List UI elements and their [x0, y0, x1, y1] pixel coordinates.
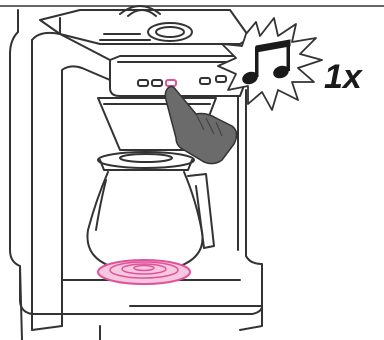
button-1[interactable]: [138, 80, 148, 86]
tank-opening: [148, 23, 192, 41]
button-2[interactable]: [152, 80, 162, 86]
carafe-handle: [188, 174, 214, 248]
warming-plate: [98, 260, 190, 284]
button-4[interactable]: [200, 78, 210, 84]
press-count-label: 1x: [324, 58, 362, 97]
button-5[interactable]: [216, 76, 226, 82]
machine-column: [32, 33, 110, 326]
tank-hinge: [120, 6, 160, 16]
machine-body-frame: [10, 10, 60, 340]
button-3[interactable]: [166, 80, 176, 86]
